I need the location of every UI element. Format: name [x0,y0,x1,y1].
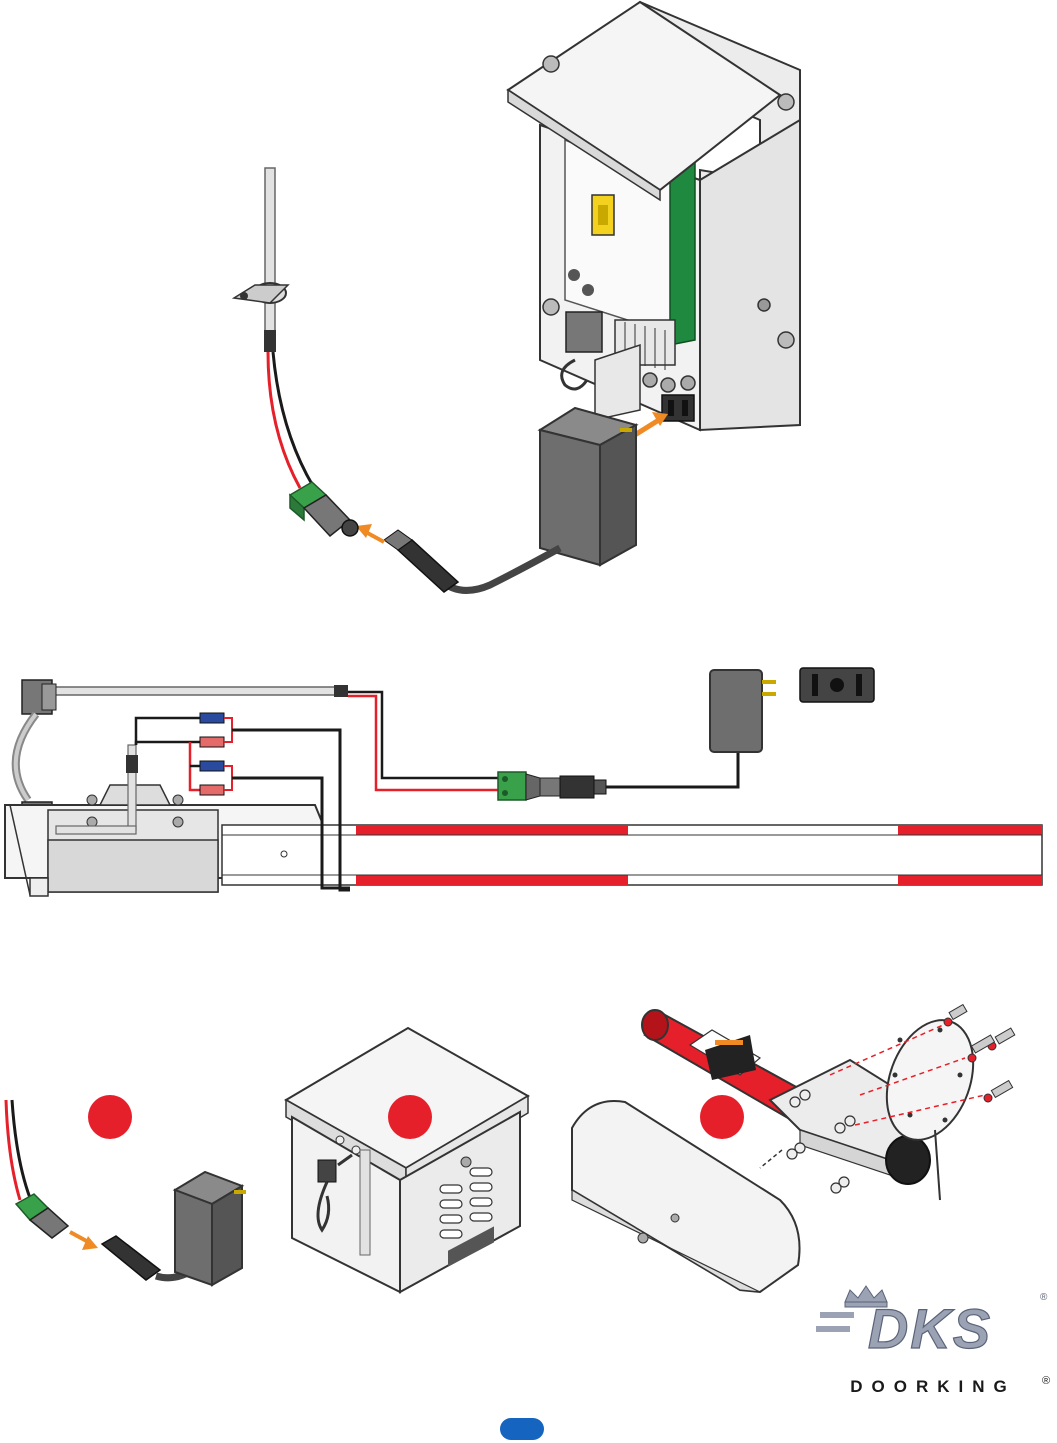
logo-brand: DKS [868,1297,992,1360]
logo-registered-mark-top: ® [1040,1292,1048,1303]
antenna [234,168,358,536]
callout-a [88,1095,132,1139]
scene-b-cabinet [286,1028,528,1292]
power-cable-top [440,548,560,590]
dks-logo: DKS DOORKING ® ® [816,1286,1050,1396]
plug-arrow-mid [356,524,384,542]
transformer-top [540,408,636,565]
scene-c-operator [572,1005,1015,1292]
logo-registered-mark: ® [1042,1375,1050,1387]
page-badge [500,1418,544,1440]
barrier-arm-diagram [5,668,1042,896]
callout-c [700,1095,744,1139]
callout-b [388,1095,432,1139]
logo-wordmark: DOORKING [850,1377,1016,1396]
control-box [508,2,800,430]
barrel-plug-top [384,530,458,592]
